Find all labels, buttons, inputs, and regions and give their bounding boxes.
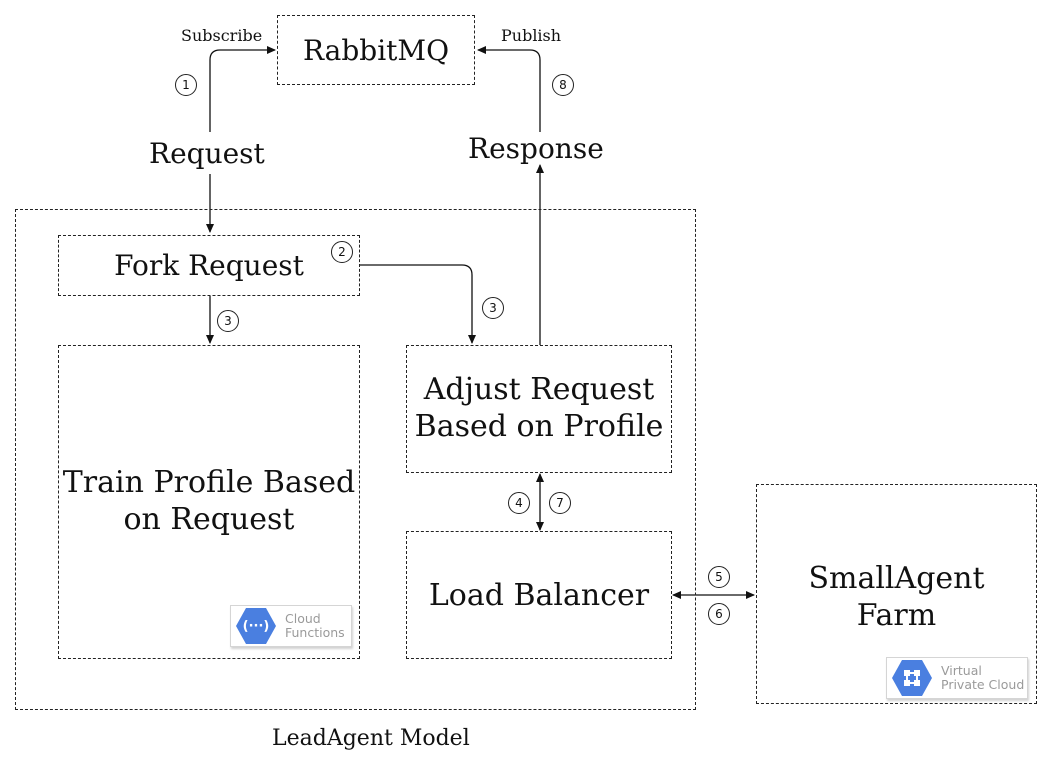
lead-agent-caption: LeadAgent Model bbox=[272, 726, 470, 751]
adjust-request-line-2: Based on Profile bbox=[414, 409, 664, 444]
virtual-private-cloud-icon bbox=[892, 660, 932, 696]
virtual-private-cloud-line-1: Virtual bbox=[941, 663, 982, 678]
virtual-private-cloud-line-2: Private Cloud bbox=[941, 677, 1025, 692]
publish-label: Publish bbox=[501, 26, 562, 45]
train-profile-line-1: Train Profile Based bbox=[62, 465, 356, 501]
adjust-request-label: Adjust Request Based on Profile bbox=[415, 372, 664, 445]
response-label: Response bbox=[468, 132, 604, 165]
publish-arrow bbox=[477, 46, 541, 132]
load-balancer-box: Load Balancer bbox=[406, 531, 672, 659]
cloud-functions-line-2: Functions bbox=[285, 625, 345, 640]
train-profile-box: Train Profile Based on Request bbox=[58, 345, 360, 659]
fork-request-label: Fork Request bbox=[114, 249, 304, 282]
step-badge-from-balancer: 7 bbox=[549, 492, 571, 514]
cloud-functions-caption: Cloud Functions bbox=[285, 612, 345, 640]
step-badge-to-train: 3 bbox=[217, 310, 239, 332]
cloud-functions-line-1: Cloud bbox=[285, 611, 321, 626]
step-badge-from-farm: 6 bbox=[708, 603, 730, 625]
step-badge-to-farm: 5 bbox=[708, 566, 730, 588]
step-badge-subscribe: 1 bbox=[175, 74, 197, 96]
step-badge-to-balancer: 4 bbox=[508, 492, 530, 514]
small-agent-line-1: SmallAgent bbox=[808, 561, 985, 596]
adjust-request-line-1: Adjust Request bbox=[423, 372, 655, 408]
adjust-request-box: Adjust Request Based on Profile bbox=[406, 345, 672, 473]
small-agent-farm-box: SmallAgent Farm bbox=[756, 484, 1037, 704]
cloud-functions-badge: (···) Cloud Functions bbox=[230, 605, 352, 647]
small-agent-farm-label: SmallAgent Farm bbox=[808, 561, 984, 634]
virtual-private-cloud-caption: Virtual Private Cloud bbox=[941, 664, 1024, 692]
rabbitmq-label: RabbitMQ bbox=[302, 33, 450, 67]
small-agent-line-2: Farm bbox=[856, 597, 937, 633]
subscribe-label: Subscribe bbox=[181, 26, 263, 45]
train-profile-label: Train Profile Based on Request bbox=[63, 465, 355, 538]
svg-text:(···): (···) bbox=[243, 619, 270, 634]
request-label: Request bbox=[149, 137, 265, 170]
load-balancer-label: Load Balancer bbox=[428, 577, 650, 613]
fork-request-box: Fork Request bbox=[58, 235, 360, 296]
virtual-private-cloud-badge: Virtual Private Cloud bbox=[886, 657, 1028, 699]
train-profile-line-2: on Request bbox=[123, 502, 295, 537]
lead-agent-boundary bbox=[15, 209, 696, 710]
rabbitmq-box: RabbitMQ bbox=[277, 15, 475, 85]
subscribe-arrow bbox=[209, 46, 276, 132]
step-badge-fork: 2 bbox=[331, 241, 353, 263]
fork-to-adjust-arrow bbox=[359, 264, 476, 344]
step-badge-publish: 8 bbox=[552, 74, 574, 96]
step-badge-to-adjust: 3 bbox=[482, 297, 504, 319]
cloud-functions-icon: (···) bbox=[236, 608, 276, 644]
